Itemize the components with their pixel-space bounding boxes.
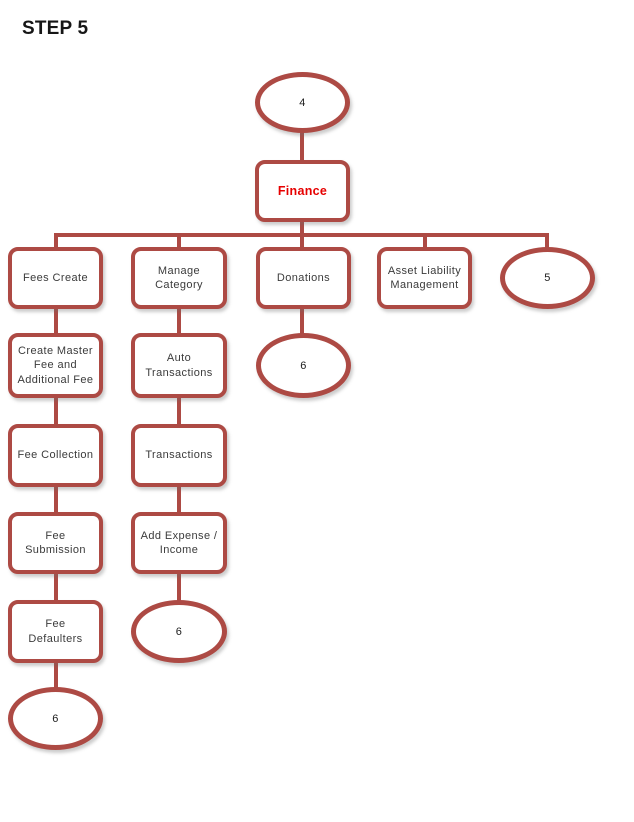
terminator-donations-6-label: 6 [300,359,307,372]
node-fee-defaulters-label: Fee Defaulters [28,618,83,645]
node-transactions: Transactions [131,424,227,487]
connector-spine-donations-column [300,280,304,365]
node-fee-submission-label: Fee Submission [25,529,86,556]
page-title: STEP 5 [22,18,89,39]
terminator-manage-6-label: 6 [175,625,183,638]
terminator-step-4: 4 [255,72,350,133]
node-asset-liability-management: Asset Liability Management [377,247,472,309]
node-manage-category: Manage Category [131,247,227,309]
node-add-expense-income-label: Add Expense / Income [140,529,218,556]
node-transactions-label: Transactions [145,449,213,462]
node-donations: Donations [256,247,351,309]
node-auto-transactions-label: Auto Transactions [145,352,213,379]
node-fees-create: Fees Create [8,247,103,309]
connector-finance-bus [300,210,304,237]
node-donations-label: Donations [276,271,331,284]
connector-drop-next-step [545,233,549,251]
terminator-donations-6: 6 [256,333,351,398]
terminator-step-4-label: 4 [299,96,306,109]
node-fee-submission: Fee Submission [8,512,103,574]
terminator-manage-6: 6 [131,600,227,663]
node-fee-collection: Fee Collection [8,424,103,487]
node-finance: Finance [255,160,350,222]
node-create-master-fee: Create Master Fee and Additional Fee [8,333,103,398]
connector-drop-donations [300,233,304,251]
node-add-expense-income: Add Expense / Income [131,512,227,574]
connector-drop-fees-create [54,233,58,251]
node-fees-create-label: Fees Create [23,271,88,284]
terminator-step-5-label: 5 [544,272,551,284]
node-fee-collection-label: Fee Collection [17,449,94,462]
terminator-fees-6: 6 [8,687,103,750]
node-finance-label: Finance [277,183,328,198]
connector-spine-fees-column [54,280,58,718]
node-create-master-fee-label: Create Master Fee and Additional Fee [17,345,94,386]
connector-drop-manage-category [177,233,181,251]
connector-root-finance [300,100,304,185]
connector-drop-asset-liability [423,233,427,251]
node-fee-defaulters: Fee Defaulters [8,600,103,663]
terminator-step-5: 5 [500,247,595,309]
node-asset-liability-management-label: Asset Liability Management [387,264,462,291]
terminator-fees-6-label: 6 [52,712,59,725]
node-auto-transactions: Auto Transactions [131,333,227,398]
node-manage-category-label: Manage Category [155,264,203,291]
